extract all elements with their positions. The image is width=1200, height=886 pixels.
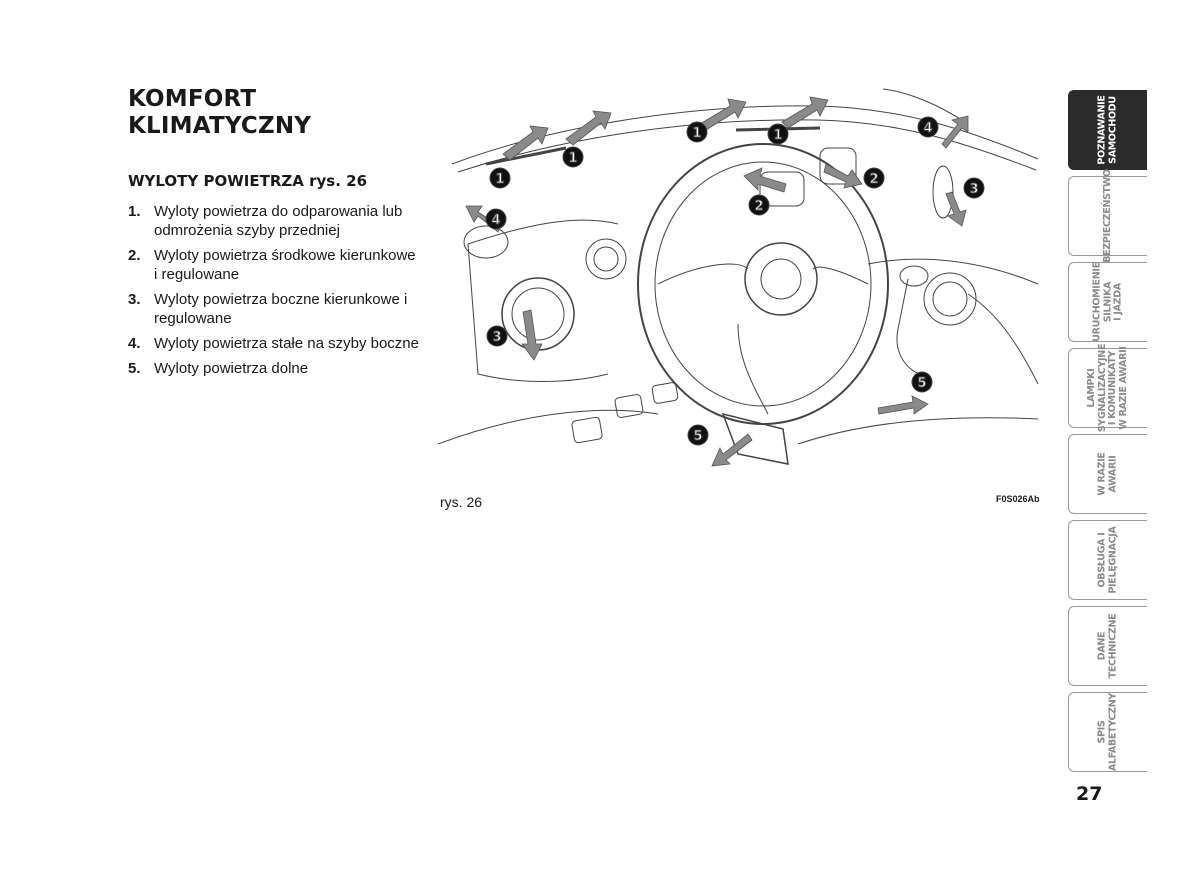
svg-text:2: 2: [754, 199, 763, 214]
list-item: 3. Wyloty powietrza boczne kierunkowe i r…: [128, 290, 420, 328]
callout-3a: 3: [486, 325, 508, 347]
tab-obsluga[interactable]: OBSŁUGA I PIELĘGNACJA: [1068, 520, 1147, 600]
tab-label: POZNAWANIE SAMOCHODU: [1096, 95, 1119, 165]
svg-text:1: 1: [495, 172, 504, 187]
tab-label: BEZPIECZEŃSTWO: [1101, 169, 1113, 263]
callout-3b: 3: [963, 177, 985, 199]
svg-text:5: 5: [693, 429, 702, 444]
list-item: 5. Wyloty powietrza dolne: [128, 359, 420, 378]
callout-4a: 4: [485, 208, 507, 230]
tab-dane-techniczne[interactable]: DANE TECHNICZNE: [1068, 606, 1147, 686]
callout-2a: 2: [748, 194, 770, 216]
item-text: Wyloty powietrza stałe na szyby boczne: [154, 335, 419, 352]
svg-text:4: 4: [923, 121, 932, 136]
list-item: 2. Wyloty powietrza środkowe kierunkowe i…: [128, 246, 420, 284]
tab-label: URUCHOMIENIE SILNIKA I JAZDA: [1091, 262, 1124, 342]
list-item: 4. Wyloty powietrza stałe na szyby boczne: [128, 334, 420, 353]
svg-text:3: 3: [969, 182, 978, 197]
item-number: 4.: [128, 335, 141, 352]
tab-w-razie-awarii[interactable]: W RAZIE AWARII: [1068, 434, 1147, 514]
svg-text:4: 4: [491, 213, 500, 228]
callout-4b: 4: [917, 116, 939, 138]
svg-text:1: 1: [568, 151, 577, 166]
item-text: Wyloty powietrza środkowe kierunkowe i r…: [154, 247, 416, 283]
tab-label: DANE TECHNICZNE: [1096, 613, 1119, 679]
item-text: Wyloty powietrza dolne: [154, 360, 309, 377]
title-line-2: KLIMATYCZNY: [128, 113, 312, 139]
item-number: 5.: [128, 360, 141, 377]
svg-text:5: 5: [917, 376, 926, 391]
callout-2b: 2: [863, 167, 885, 189]
svg-text:1: 1: [692, 126, 701, 141]
item-text: Wyloty powietrza do odparowania lub odmr…: [154, 203, 403, 239]
callout-5b: 5: [687, 424, 709, 446]
page-number: 27: [1076, 783, 1103, 805]
callout-1b: 1: [562, 146, 584, 168]
svg-text:3: 3: [492, 330, 501, 345]
tab-label: OBSŁUGA I PIELĘGNACJA: [1096, 526, 1119, 594]
callout-badges: 1 1 1 1 2 2 3 3 4 4 5 5: [485, 116, 985, 446]
list-item: 1. Wyloty powietrza do odparowania lub od…: [128, 202, 420, 240]
callout-5a: 5: [911, 371, 933, 393]
tab-lampki[interactable]: LAMPKI SYGNALIZACYJNE I KOMUNIKATY W RAZ…: [1068, 344, 1147, 432]
page-title: KOMFORT KLIMATYCZNY: [128, 86, 311, 140]
tab-label: LAMPKI SYGNALIZACYJNE I KOMUNIKATY W RAZ…: [1086, 343, 1129, 433]
tab-label: SPIS ALFABETYCZNY: [1096, 693, 1119, 771]
callout-1a: 1: [489, 167, 511, 189]
tab-bezpieczenstwo[interactable]: BEZPIECZEŃSTWO: [1068, 169, 1147, 263]
item-number: 3.: [128, 291, 141, 308]
tab-uruchomienie[interactable]: URUCHOMIENIE SILNIKA I JAZDA: [1068, 262, 1147, 342]
figure-caption: rys. 26: [440, 494, 483, 510]
section-title: WYLOTY POWIETRZA rys. 26: [128, 172, 368, 190]
item-number: 2.: [128, 247, 141, 264]
dashboard-illustration: 1 1 1 1 2 2 3 3 4 4 5 5: [438, 88, 1039, 467]
tab-spis-alfabetyczny[interactable]: SPIS ALFABETYCZNY: [1068, 692, 1147, 772]
svg-text:2: 2: [869, 172, 878, 187]
callout-1d: 1: [767, 123, 789, 145]
item-number: 1.: [128, 203, 141, 220]
outlet-list: 1. Wyloty powietrza do odparowania lub od…: [128, 202, 420, 384]
item-text: Wyloty powietrza boczne kierunkowe i reg…: [154, 291, 408, 327]
tab-label: W RAZIE AWARII: [1096, 452, 1119, 496]
callout-1c: 1: [686, 121, 708, 143]
title-line-1: KOMFORT: [128, 86, 257, 112]
figure-code: F0S026Ab: [996, 494, 1040, 504]
svg-text:1: 1: [773, 128, 782, 143]
tab-poznawanie-samochodu[interactable]: POZNAWANIE SAMOCHODU: [1068, 90, 1147, 170]
